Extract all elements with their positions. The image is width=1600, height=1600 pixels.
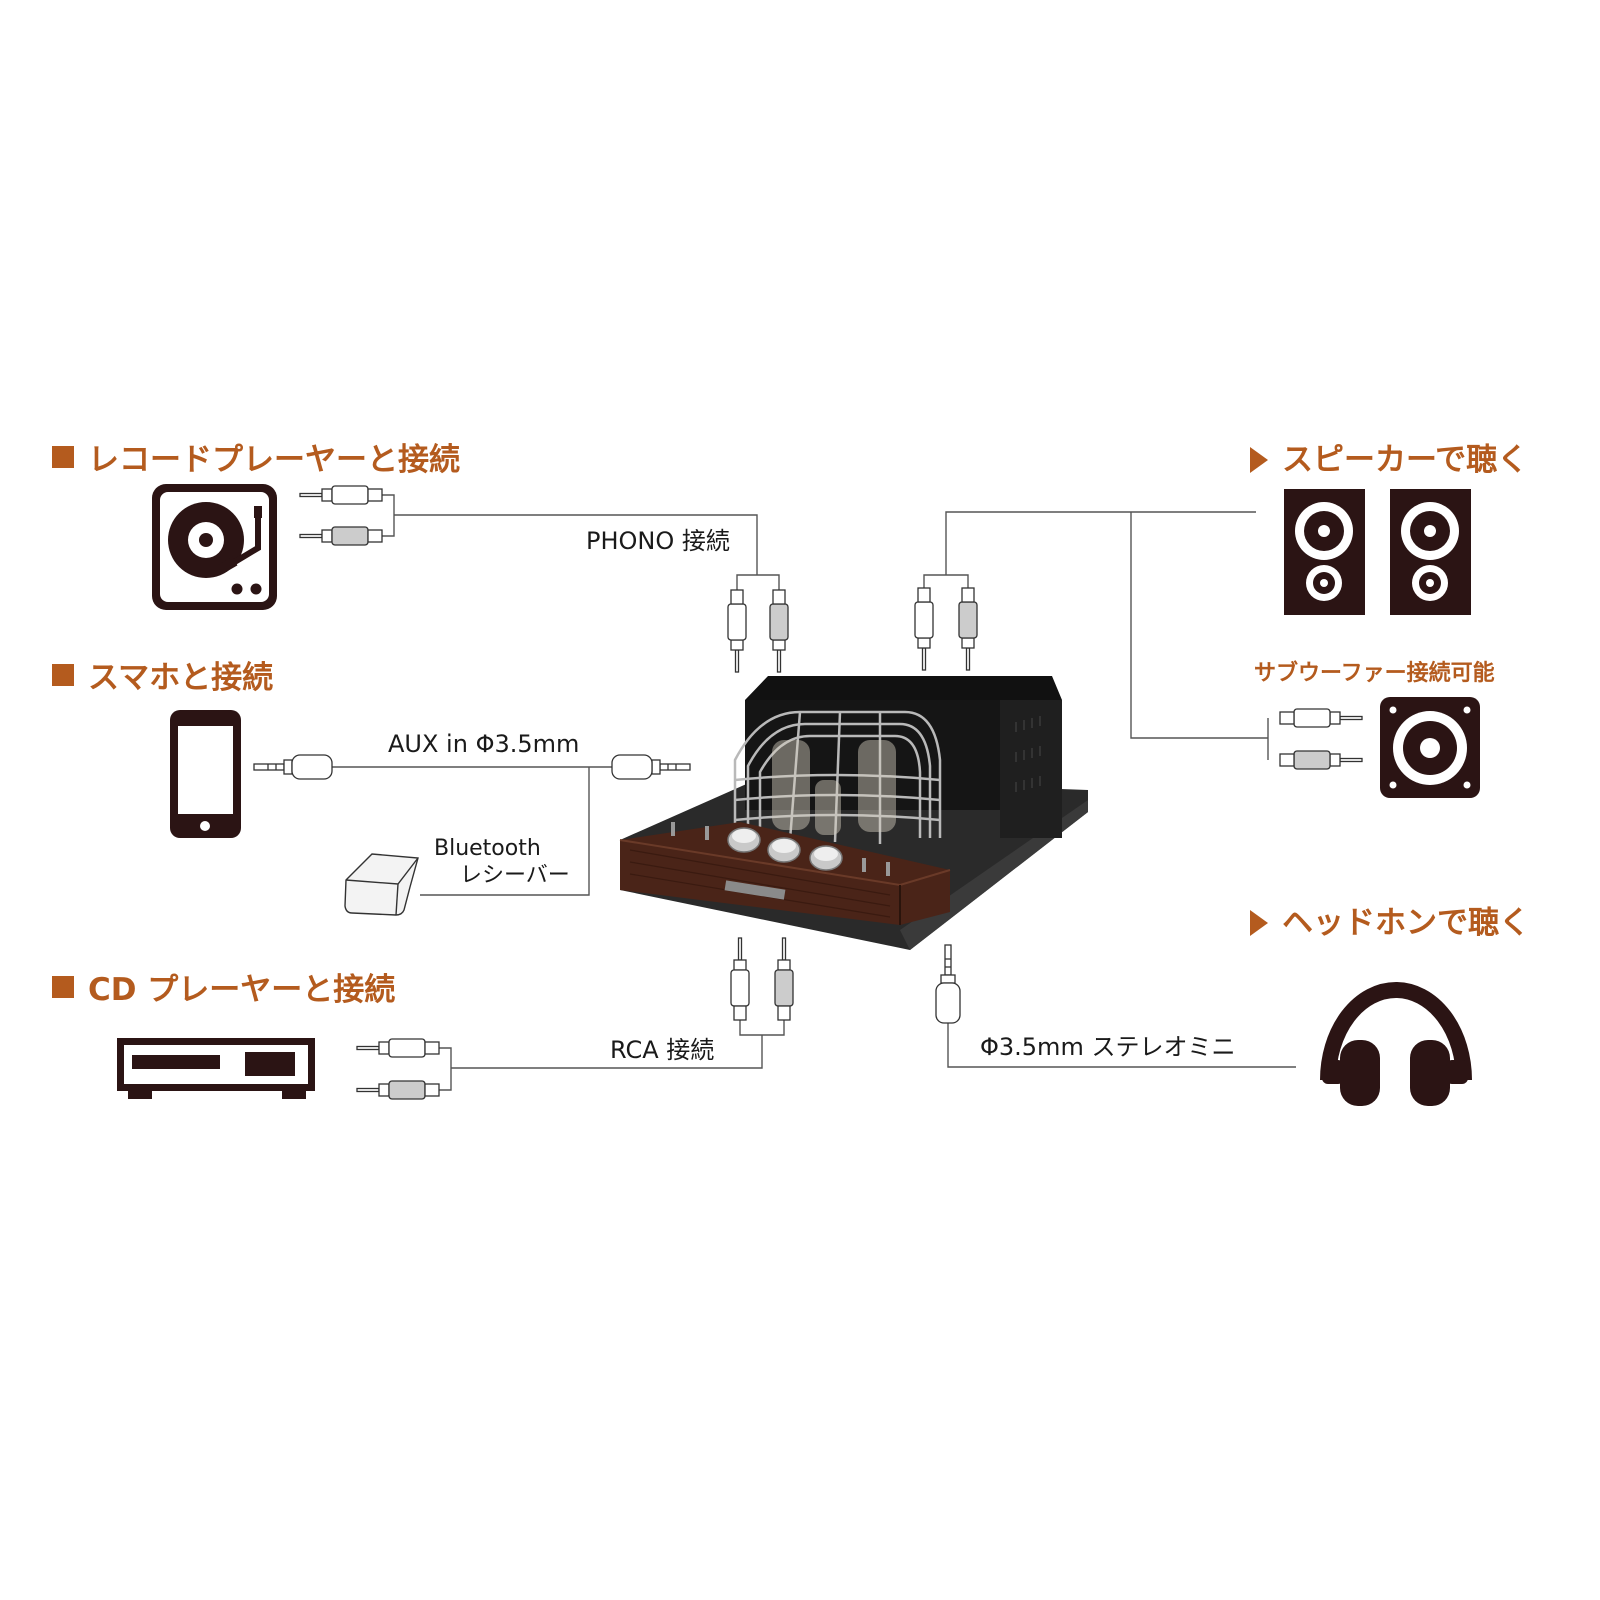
heading-subwoofer: サブウーファー接続可能 xyxy=(1254,661,1495,686)
speaker-icon xyxy=(1390,489,1471,615)
rca-plug-icon xyxy=(299,485,1362,1100)
label-phono: PHONO 接続 xyxy=(586,527,730,555)
headphones-icon xyxy=(1320,982,1472,1106)
heading-smartphone-text: スマホと接続 xyxy=(88,660,274,696)
heading-speakers-text: スピーカーで聴く xyxy=(1282,442,1529,478)
square-bullet-icon xyxy=(52,660,74,696)
heading-record-player: レコードプレーヤーと接続 xyxy=(52,434,460,479)
triangle-bullet-icon xyxy=(1250,442,1268,478)
turntable-icon xyxy=(152,484,277,610)
heading-cd-player: CD プレーヤーと接続 xyxy=(52,964,395,1009)
heading-headphones: ヘッドホンで聴く xyxy=(1250,897,1530,942)
cable-lines xyxy=(332,494,1296,1091)
tube-amplifier-image xyxy=(619,676,1088,950)
triangle-bullet-icon xyxy=(1250,905,1268,941)
label-aux: AUX in Φ3.5mm xyxy=(388,730,580,758)
speaker-icon xyxy=(1284,489,1365,615)
heading-cd-player-text: CD プレーヤーと接続 xyxy=(88,972,396,1008)
label-bluetooth-line1: Bluetooth xyxy=(434,836,541,861)
heading-speakers: スピーカーで聴く xyxy=(1250,434,1528,479)
smartphone-icon xyxy=(170,710,241,838)
bluetooth-receiver-icon xyxy=(344,853,419,916)
cd-player-icon xyxy=(117,1038,315,1099)
heading-smartphone: スマホと接続 xyxy=(52,652,273,697)
label-rca: RCA 接続 xyxy=(610,1036,715,1064)
heading-record-player-text: レコードプレーヤーと接続 xyxy=(88,442,460,478)
label-stereo-mini: Φ3.5mm ステレオミニ xyxy=(980,1033,1236,1061)
heading-headphones-text: ヘッドホンで聴く xyxy=(1282,905,1530,941)
label-bluetooth: Bluetooth レシーバー xyxy=(434,835,570,889)
square-bullet-icon xyxy=(52,442,74,478)
label-bluetooth-line2: レシーバー xyxy=(460,863,570,888)
subwoofer-icon xyxy=(1380,697,1480,798)
square-bullet-icon xyxy=(52,972,74,1008)
